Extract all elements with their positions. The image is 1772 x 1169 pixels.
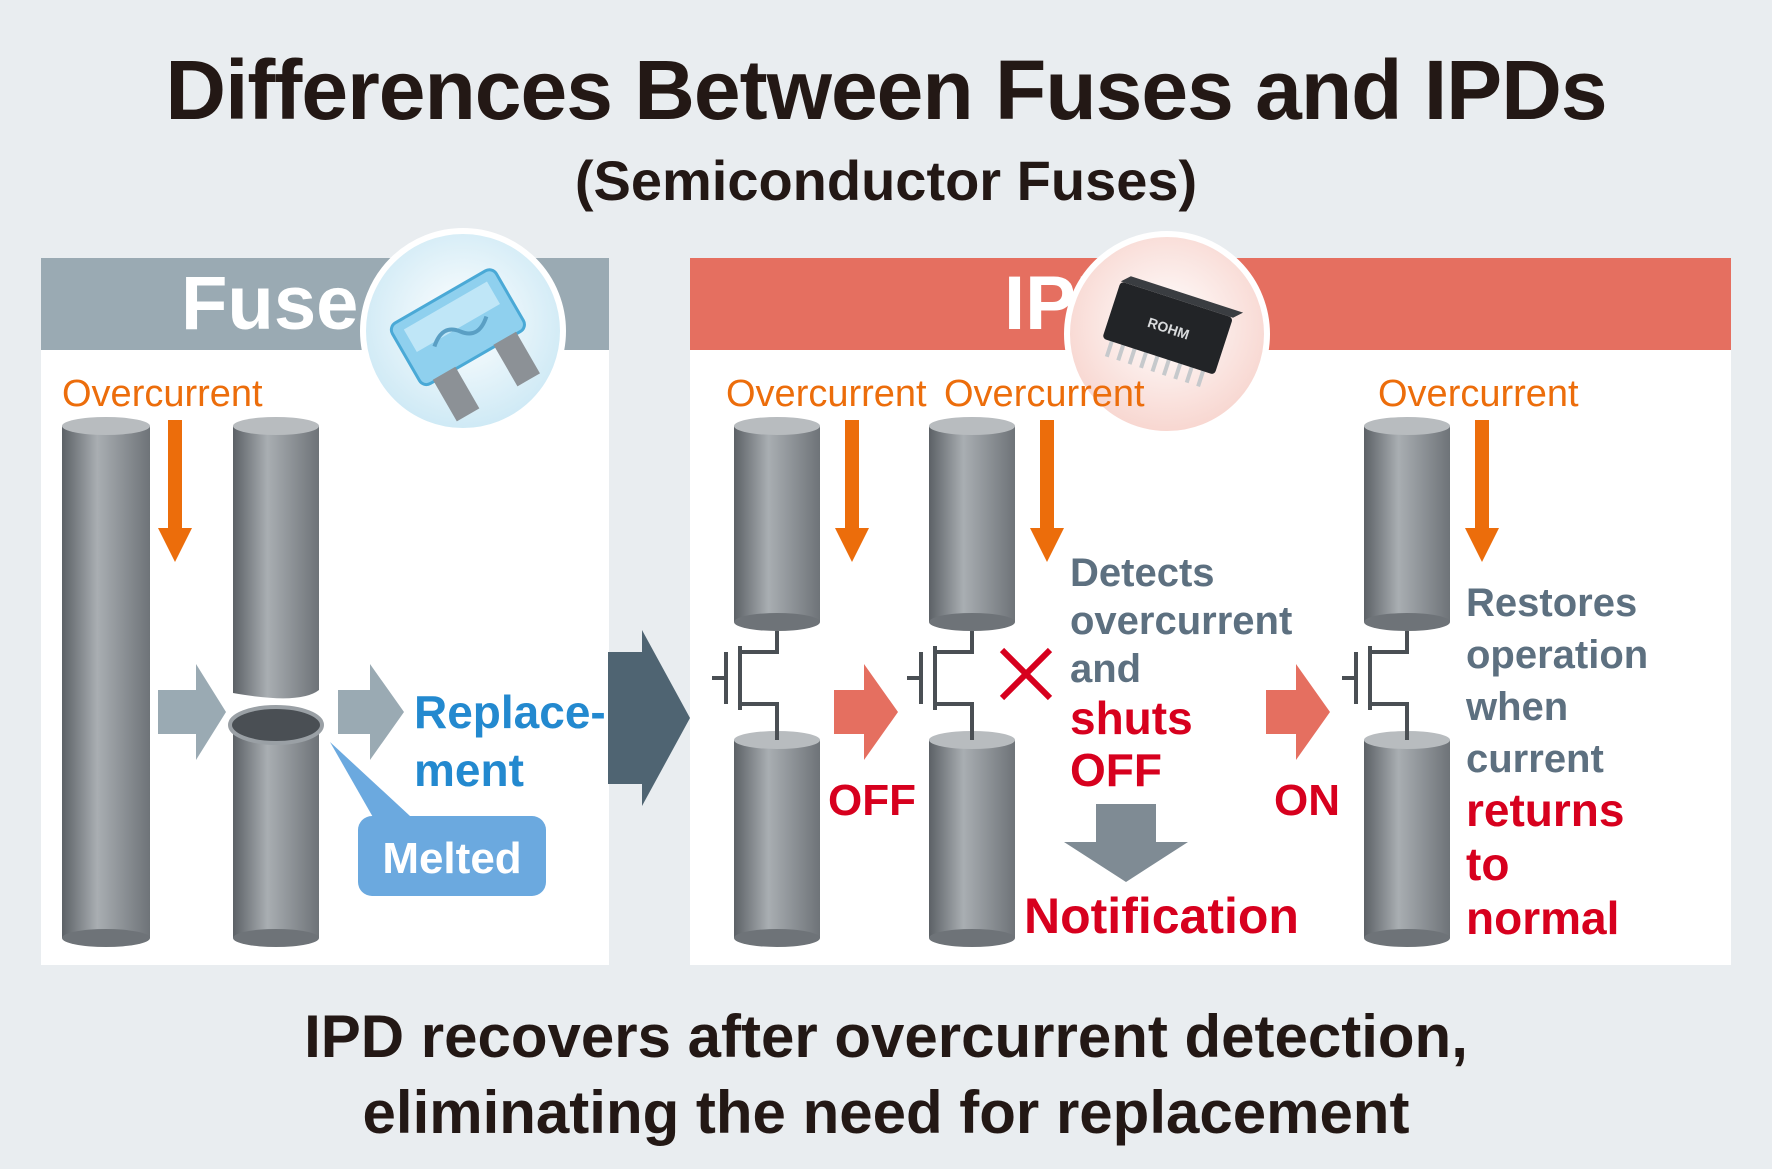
mosfet-symbol-2 bbox=[907, 631, 974, 740]
fuse-flow-arrow-1 bbox=[158, 664, 226, 760]
ipd-stage1-lower-conductor bbox=[734, 731, 820, 947]
melted-callout: Melted bbox=[330, 742, 546, 896]
shutoff-x-icon bbox=[999, 647, 1053, 701]
fuse-intact-conductor bbox=[62, 417, 150, 947]
melted-label: Melted bbox=[382, 834, 521, 883]
notification-label: Notification bbox=[1024, 888, 1299, 944]
overcurrent-arrow bbox=[1030, 420, 1064, 562]
shuts-line-1: shuts bbox=[1070, 692, 1193, 744]
page-title: Differences Between Fuses and IPDs bbox=[165, 43, 1607, 137]
notification-arrow bbox=[1064, 804, 1188, 882]
shuts-line-2: OFF bbox=[1070, 744, 1162, 796]
fuse-icon bbox=[360, 228, 566, 434]
ipd-stage2-upper-conductor bbox=[929, 417, 1015, 631]
ipd-overcurrent-label-3: Overcurrent bbox=[1378, 373, 1579, 415]
transition-arrow bbox=[608, 630, 690, 806]
overcurrent-arrow bbox=[835, 420, 869, 562]
detects-line-2: overcurrent bbox=[1070, 599, 1292, 643]
overcurrent-arrow bbox=[158, 420, 192, 562]
restores-line-4: current bbox=[1466, 737, 1604, 781]
detects-line-1: Detects bbox=[1070, 551, 1215, 595]
footer-line-2: eliminating the need for replacement bbox=[362, 1079, 1410, 1146]
ipd-stage1-upper-conductor bbox=[734, 417, 820, 631]
on-label: ON bbox=[1274, 776, 1340, 825]
mosfet-symbol-1 bbox=[712, 631, 779, 740]
returns-line-2: to bbox=[1466, 838, 1509, 890]
overcurrent-arrow bbox=[1465, 420, 1499, 562]
fuse-melted-conductor-lower bbox=[228, 705, 324, 947]
fuse-header-label: Fuse bbox=[181, 261, 359, 346]
ipd-overcurrent-label-1: Overcurrent bbox=[726, 373, 927, 415]
ipd-flow-arrow-on bbox=[1266, 664, 1330, 760]
mosfet-symbol-3 bbox=[1342, 631, 1409, 740]
fuse-melted-conductor-upper bbox=[233, 417, 319, 699]
ipd-stage3-upper-conductor bbox=[1364, 417, 1450, 631]
replacement-label-line2: ment bbox=[414, 744, 524, 796]
page-subtitle: (Semiconductor Fuses) bbox=[574, 149, 1198, 212]
detects-line-3: and bbox=[1070, 647, 1141, 691]
restores-line-2: operation bbox=[1466, 633, 1648, 677]
fuse-overcurrent-label: Overcurrent bbox=[62, 373, 263, 415]
fuse-flow-arrow-2 bbox=[338, 664, 404, 760]
restores-line-1: Restores bbox=[1466, 581, 1637, 625]
ipd-stage3-lower-conductor bbox=[1364, 731, 1450, 947]
ipd-flow-arrow-off bbox=[834, 664, 898, 760]
ipd-overcurrent-label-2: Overcurrent bbox=[944, 373, 1145, 415]
ipd-stage2-lower-conductor bbox=[929, 731, 1015, 947]
ipd-chip-icon: ROHM bbox=[1064, 231, 1270, 437]
replacement-label-line1: Replace- bbox=[414, 686, 606, 738]
returns-line-3: normal bbox=[1466, 892, 1619, 944]
off-label: OFF bbox=[828, 776, 916, 825]
footer-line-1: IPD recovers after overcurrent detection… bbox=[304, 1003, 1468, 1070]
returns-line-1: returns bbox=[1466, 784, 1624, 836]
restores-line-3: when bbox=[1465, 685, 1568, 729]
